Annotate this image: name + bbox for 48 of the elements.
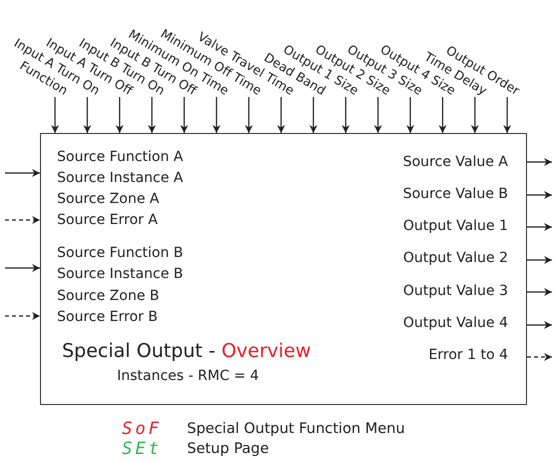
input-label: Source Instance A	[57, 171, 184, 185]
arrow	[527, 321, 552, 329]
arrow	[5, 264, 40, 272]
output-label: Source Value A	[402, 155, 508, 169]
arrow	[406, 97, 414, 133]
display-code: SoF	[122, 421, 162, 438]
input-label: Source Zone A	[57, 192, 160, 206]
display-code: SEt	[122, 441, 162, 458]
block-subtitle: Instances - RMC = 4	[117, 369, 259, 383]
arrow	[470, 97, 479, 133]
output-label: Source Value B	[402, 187, 508, 201]
menu-description: Special Output Function Menu	[187, 422, 405, 436]
arrow	[527, 158, 552, 166]
arrow	[309, 97, 318, 133]
block-title: Special Output - Overview	[62, 342, 311, 361]
arrow	[527, 353, 552, 361]
input-label: Source Zone B	[57, 289, 160, 303]
output-label: Output Value 3	[403, 284, 508, 298]
input-label: Source Error B	[57, 310, 158, 324]
arrow	[527, 223, 552, 231]
output-label: Output Value 4	[403, 316, 508, 330]
block-box	[40, 133, 527, 405]
arrow	[342, 97, 350, 133]
arrow	[180, 97, 188, 133]
arrow	[277, 97, 286, 133]
arrow	[116, 97, 124, 133]
arrow	[5, 312, 40, 320]
output-label: Output Value 2	[403, 251, 508, 265]
menu-description: Setup Page	[187, 442, 269, 456]
arrow	[527, 288, 552, 296]
input-label: Source Error A	[57, 213, 158, 227]
arrow	[5, 169, 40, 177]
output-label: Error 1 to 4	[428, 348, 508, 362]
arrow	[51, 97, 59, 133]
arrow	[83, 97, 92, 133]
input-label: Source Function B	[57, 246, 184, 260]
arrow	[503, 97, 512, 133]
output-label: Output Value 1	[403, 219, 508, 233]
arrow	[148, 97, 156, 133]
arrow	[5, 216, 40, 224]
arrow	[212, 97, 220, 133]
input-label: Source Function A	[57, 150, 184, 164]
arrow	[244, 97, 253, 133]
input-label: Source Instance B	[57, 267, 184, 281]
arrow	[438, 97, 447, 133]
arrow	[527, 191, 552, 199]
arrow	[527, 256, 552, 264]
arrow	[374, 97, 382, 133]
